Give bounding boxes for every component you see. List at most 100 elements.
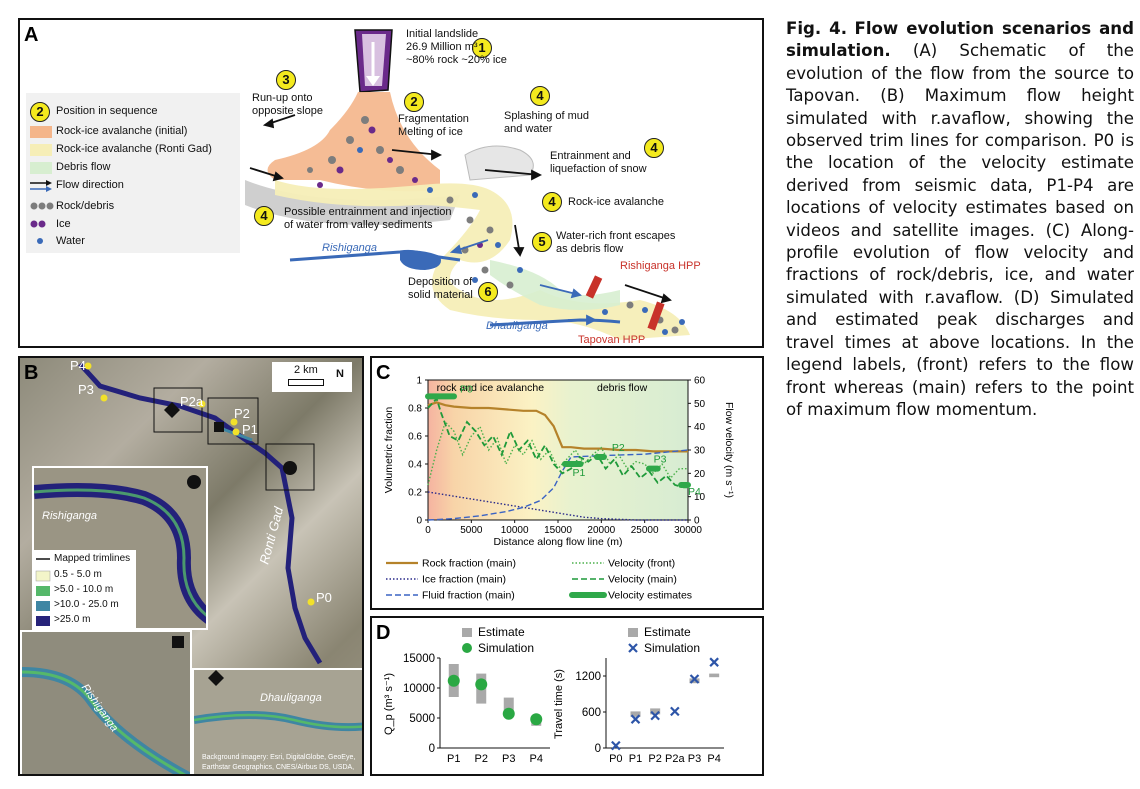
tt-cat-label: P2 bbox=[648, 753, 661, 765]
legend-ronti-swatch bbox=[30, 144, 52, 156]
step-4a-text: Splashing of mud and water bbox=[504, 110, 589, 136]
qp-ytick-label: 5000 bbox=[409, 713, 435, 725]
chart-c-y2tick-label: 0 bbox=[694, 516, 700, 527]
chart-c-xtick-label: 15000 bbox=[544, 525, 572, 536]
legend-25: >25.0 m bbox=[54, 614, 91, 625]
step-4d-line-1: Possible entrainment and injection bbox=[284, 206, 452, 218]
legend-10-25: >10.0 - 25.0 m bbox=[54, 599, 119, 610]
legend-5-10: >5.0 - 10.0 m bbox=[54, 584, 114, 595]
panel-a-legend bbox=[26, 93, 240, 253]
step-2-badge: 2 bbox=[404, 92, 424, 112]
legend-label-1: Ice fraction (main) bbox=[422, 574, 506, 586]
legend-number-icon: 2 bbox=[30, 102, 50, 122]
step-4a-badge: 4 bbox=[530, 86, 550, 106]
chart-c-y2tick-label: 30 bbox=[694, 446, 706, 457]
legend-label-2: Fluid fraction (main) bbox=[422, 590, 515, 602]
scale-bar bbox=[288, 379, 324, 386]
point-p1: P1 bbox=[242, 422, 258, 437]
step-4c-text: Rock-ice avalanche bbox=[568, 196, 664, 208]
step-5-line-1: Water-rich front escapes bbox=[556, 230, 676, 242]
tt-simulation-point bbox=[630, 714, 641, 724]
scale-label: 2 km bbox=[294, 364, 318, 376]
qp-legend-simulation-swatch bbox=[462, 643, 472, 653]
trimline-legend-swatches bbox=[35, 558, 51, 626]
point-p3: P3 bbox=[78, 382, 94, 397]
step-4a-line-1: Splashing of mud bbox=[504, 110, 589, 122]
step-5-line-2: as debris flow bbox=[556, 243, 624, 255]
tt-ytick-label: 0 bbox=[595, 743, 601, 755]
step-3-badge: 3 bbox=[276, 70, 296, 90]
tt-simulation-point bbox=[650, 710, 660, 721]
caption-title: Flow evolution scenarios and simulation. bbox=[786, 19, 1134, 61]
zone-label-avalanche: rock and ice avalanche bbox=[437, 382, 545, 394]
qp-ytick-label: 0 bbox=[429, 743, 435, 755]
step-2-line-2: Melting of ice bbox=[398, 126, 463, 138]
step-4b-line-1: Entrainment and bbox=[550, 150, 631, 162]
series-line-3 bbox=[427, 420, 688, 486]
panel-b-map bbox=[78, 362, 323, 665]
chart-c-xtick-label: 5000 bbox=[460, 525, 483, 536]
panel-a: A bbox=[18, 18, 764, 348]
qp-ytick-label: 10000 bbox=[403, 683, 435, 695]
zone-label-debris: debris flow bbox=[597, 382, 648, 394]
point-p2: P2 bbox=[234, 406, 250, 421]
tt-ytick-label: 1200 bbox=[575, 671, 601, 683]
series-line-4 bbox=[427, 396, 688, 489]
chart-c-y2tick-label: 10 bbox=[694, 492, 706, 503]
tt-legend-estimate-swatch bbox=[628, 628, 638, 637]
tt-ylabel: Travel time (s) bbox=[553, 669, 565, 739]
qp-simulation-point bbox=[475, 678, 488, 691]
step-4d-line-2: of water from valley sediments bbox=[284, 219, 433, 231]
qp-cat-label: P1 bbox=[447, 753, 460, 765]
tt-estimate-bar bbox=[689, 678, 700, 684]
point-label-P1: P1 bbox=[573, 467, 586, 479]
tt-simulation-point bbox=[689, 674, 700, 684]
qp-simulation-point bbox=[530, 713, 543, 726]
legend-label-0: Rock fraction (main) bbox=[422, 558, 516, 570]
chart-c-ylabel: Volumetric fraction bbox=[383, 407, 395, 494]
step-4d-badge: 4 bbox=[254, 206, 274, 226]
point-p2a: P2a bbox=[180, 394, 204, 409]
credit-line-1: Background imagery: Esri, DigitalGlobe, … bbox=[202, 754, 356, 761]
point-label-P4: P4 bbox=[688, 486, 701, 498]
series-line-1 bbox=[427, 491, 688, 521]
rishiganga-label: Rishiganga bbox=[322, 242, 378, 254]
tt-cat-label: P1 bbox=[629, 753, 642, 765]
series-line-2 bbox=[427, 449, 689, 521]
inset-dhauliganga-label: Dhauliganga bbox=[260, 692, 322, 704]
step-4a-line-2: and water bbox=[504, 123, 553, 135]
tt-cat-label: P4 bbox=[707, 753, 720, 765]
legend-trimlines: Mapped trimlines bbox=[54, 553, 131, 564]
step-6-text: Deposition of solid material bbox=[408, 276, 473, 302]
panel-d-label: D bbox=[376, 622, 391, 644]
step-2-text: Fragmentation Melting of ice bbox=[398, 113, 469, 139]
tt-simulation-point bbox=[611, 740, 621, 751]
legend-debris-swatch bbox=[30, 162, 52, 174]
step-5-text: Water-rich front escapes as debris flow bbox=[556, 230, 675, 256]
legend-ronti: Rock-ice avalanche (Ronti Gad) bbox=[56, 143, 212, 155]
chart-c-y2label: Flow velocity (m s⁻¹) bbox=[723, 402, 735, 498]
north-arrow-icon: N bbox=[336, 368, 344, 380]
step-1-line-1: Initial landslide bbox=[406, 28, 479, 40]
inset-rishiganga-label: Rishiganga bbox=[42, 510, 98, 522]
chart-c-ytick-label: 0.4 bbox=[408, 460, 422, 471]
scale-box bbox=[272, 362, 352, 392]
point-label-P2: P2 bbox=[612, 442, 625, 454]
step-4b-line-2: liquefaction of snow bbox=[550, 163, 647, 175]
tt-legend-simulation-swatch bbox=[628, 643, 638, 653]
caption-text: (A) Schematic of the evolution of the fl… bbox=[786, 41, 1134, 419]
inset-rishiganga-2: Rishiganga bbox=[20, 630, 192, 774]
tt-legend-simulation: Simulation bbox=[644, 641, 700, 655]
inset-dhauliganga: Dhauliganga Background imagery: Esri, Di… bbox=[192, 668, 362, 774]
legend-arrows bbox=[30, 180, 54, 244]
rishiganga-hpp-label: Rishiganga HPP bbox=[620, 260, 701, 272]
legend-initial-swatch bbox=[30, 126, 52, 138]
tt-legend-estimate: Estimate bbox=[644, 625, 691, 639]
qp-simulation-point bbox=[502, 707, 515, 720]
chart-c-y2tick-label: 20 bbox=[694, 469, 706, 480]
step-4b-badge: 4 bbox=[644, 138, 664, 158]
step-2-line-1: Fragmentation bbox=[398, 113, 469, 125]
tt-estimate-bar bbox=[650, 708, 661, 715]
